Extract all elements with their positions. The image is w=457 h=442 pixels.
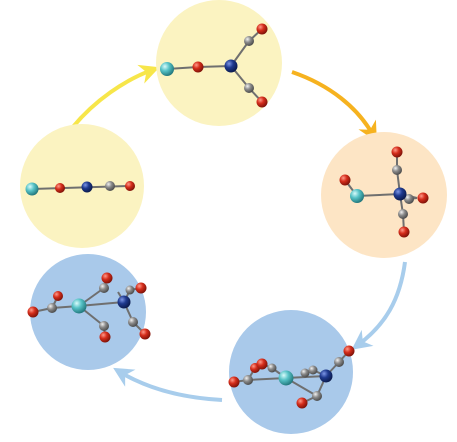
atom-gray <box>99 283 109 293</box>
atom-gray <box>47 303 57 313</box>
atom-cyan <box>350 189 364 203</box>
stage5-molecule <box>228 345 355 409</box>
atom-red <box>27 306 39 318</box>
atom-red <box>125 181 135 191</box>
atom-cyan <box>71 298 87 314</box>
atom-cyan <box>278 370 294 386</box>
atom-red <box>417 192 429 204</box>
atom-gray <box>244 83 254 93</box>
atom-cyan <box>160 62 174 76</box>
atom-gray <box>334 357 344 367</box>
atom-navy <box>319 369 333 383</box>
arrow-stage2-to-stage3 <box>291 70 377 142</box>
atom-gray <box>308 365 318 375</box>
atom-navy <box>224 59 238 73</box>
atom-red <box>192 61 204 73</box>
atom-red <box>99 331 111 343</box>
atom-red <box>55 183 65 193</box>
stage2-molecule <box>160 23 268 108</box>
atom-red <box>339 174 351 186</box>
atom-navy <box>117 295 131 309</box>
arrow-stage1-to-stage2 <box>70 64 160 130</box>
atom-gray <box>99 321 109 331</box>
atom-red <box>391 146 403 158</box>
atom-gray <box>312 391 322 401</box>
atom-red <box>256 23 268 35</box>
atom-cyan <box>25 182 39 196</box>
atom-gray <box>267 363 277 373</box>
atom-red <box>135 282 147 294</box>
atom-gray <box>392 165 402 175</box>
atom-red <box>53 291 63 301</box>
arrow-stage3-to-stage4 <box>351 261 407 350</box>
atom-gray <box>243 375 253 385</box>
atom-red <box>256 96 268 108</box>
atom-gray <box>105 181 115 191</box>
atom-navy <box>393 187 407 201</box>
atom-red <box>398 226 410 238</box>
atom-red <box>256 358 268 370</box>
atom-gray <box>398 209 408 219</box>
atom-red <box>139 328 151 340</box>
atom-gray <box>404 194 414 204</box>
atom-red <box>296 397 308 409</box>
atom-gray <box>128 317 138 327</box>
stage3-molecule <box>339 146 429 238</box>
atom-gray <box>125 285 135 295</box>
stage5-disc <box>229 310 353 434</box>
atom-navy <box>81 181 93 193</box>
stage1-molecule <box>25 181 135 196</box>
arrow-stage4-to-stage5 <box>113 367 223 402</box>
stage2-disc <box>156 0 282 126</box>
atom-red <box>228 376 240 388</box>
atom-gray <box>244 36 254 46</box>
atom-red <box>101 272 113 284</box>
atom-red <box>343 345 355 357</box>
atom-gray <box>300 368 310 378</box>
stage4-molecule <box>27 272 151 343</box>
